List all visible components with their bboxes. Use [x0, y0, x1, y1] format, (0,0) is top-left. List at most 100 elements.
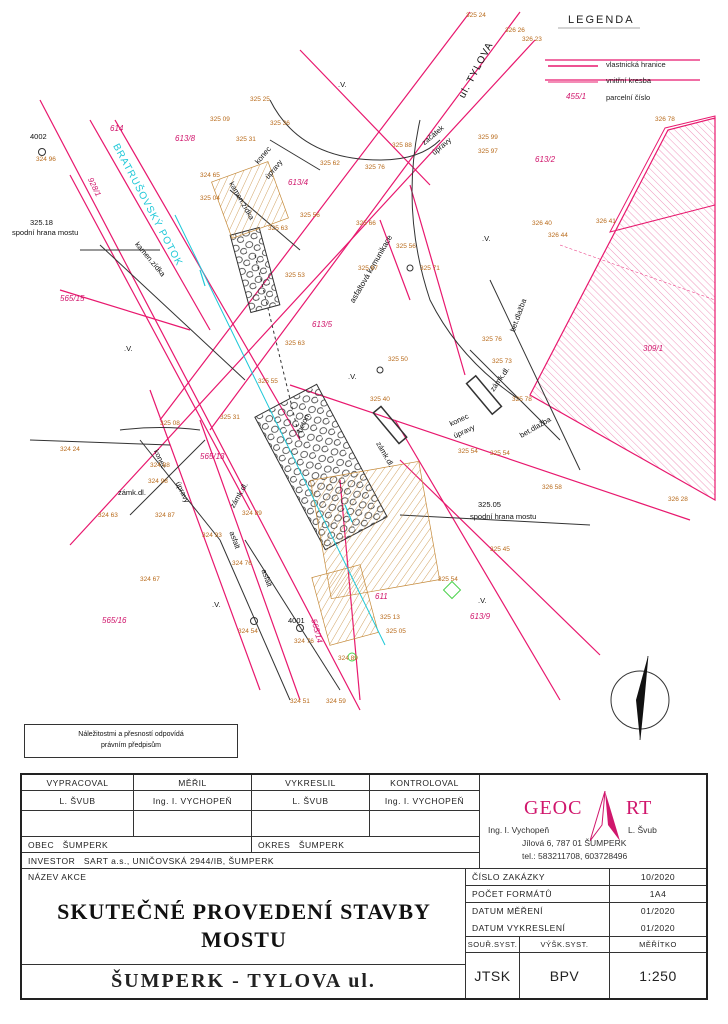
bridge-deck-hatch: [310, 460, 440, 600]
header-meril: MĚŘIL: [134, 775, 252, 791]
okres-cell: OKRES ŠUMPERK: [252, 837, 480, 853]
label-zakazka: ČÍSLO ZAKÁZKY: [466, 869, 610, 886]
elevation-label: 326 44: [548, 232, 568, 239]
elevation-label: 326 26: [505, 27, 525, 34]
company-person-2: L. Švub: [628, 825, 657, 835]
v-mark: .V.: [124, 344, 133, 353]
value-vypracoval: L. ŠVUB: [22, 791, 134, 811]
elevation-label: 324 98: [148, 478, 168, 485]
legend-item-parcel-sample: 455/1: [566, 92, 587, 101]
elevation-label: 325 45: [490, 546, 510, 553]
value-vykreslil: L. ŠVUB: [252, 791, 370, 811]
elevation-label: 324 76: [232, 560, 252, 567]
elevation-label: 325 08: [160, 420, 180, 427]
investor-label: INVESTOR: [28, 855, 76, 866]
elevation-label: 325 55: [258, 378, 278, 385]
elevation-label: 325 54: [458, 448, 478, 455]
survey-point-4001: [296, 624, 304, 632]
label-vykresleni: DATUM VYKRESLENÍ: [466, 919, 610, 937]
elevation-label: 324 24: [60, 446, 80, 453]
company-logo-icon: [590, 791, 620, 841]
parcel-611: 611: [375, 592, 388, 601]
akce-title-line-2: MOSTU: [201, 927, 287, 952]
elevation-label: 325 31: [220, 414, 240, 421]
elevation-label: 325 97: [478, 148, 498, 155]
elevation-label: 325 99: [478, 134, 498, 141]
elevation-label: 325 36: [270, 120, 290, 127]
value-meritko: 1:250: [639, 967, 677, 984]
parcel-565-13: 565/13: [200, 452, 225, 461]
elevation-label: 325 54: [438, 576, 458, 583]
note-line-2: právním předpisům: [101, 742, 161, 749]
header-vypracoval: VYPRACOVAL: [22, 775, 134, 791]
v-mark: .V.: [482, 234, 491, 243]
point-4001-id: 4001: [288, 616, 305, 625]
elevation-label: 324 63: [98, 512, 118, 519]
elevation-label: 325 13: [380, 614, 400, 621]
elevation-label: 326 40: [532, 220, 552, 227]
elevation-label: 326 28: [668, 496, 688, 503]
bottom-hatch: [311, 564, 379, 646]
elevation-label: 324 65: [200, 172, 220, 179]
elevation-label: 325 31: [236, 136, 256, 143]
akce-title-line-1: SKUTEČNÉ PROVEDENÍ STAVBY: [57, 899, 431, 924]
company-box: [480, 775, 706, 869]
elevation-label: 325 76: [482, 336, 502, 343]
elevation-label: 324 89: [338, 655, 358, 662]
investor-value: SART a.s., UNIČOVSKÁ 2944/IB, ŠUMPERK: [83, 855, 275, 866]
elevation-label: 325 63: [285, 340, 305, 347]
header-vykreslil: VYKRESLIL: [252, 775, 370, 791]
elevation-label: 324 67: [140, 576, 160, 583]
blank-cell: [134, 811, 252, 837]
parcel-565-16: 565/16: [102, 616, 127, 625]
site-plan-drawing: [29, 11, 716, 741]
parcel-326-41-strip: [609, 115, 716, 233]
elevation-label: 324 93: [202, 532, 222, 539]
elevation-label: 324 51: [290, 698, 310, 705]
elevation-label: 324 89: [242, 510, 262, 517]
upper-hatch: [211, 161, 289, 239]
bridge-wall-top: [229, 226, 281, 314]
okres-label: OKRES: [258, 839, 291, 850]
value-vysk-syst: BPV: [520, 953, 610, 998]
company-name-right: RT: [626, 797, 653, 819]
blank-cell: [22, 811, 134, 837]
legend-item-parcel: parcelní číslo: [606, 93, 651, 102]
point-4002-elev: 324 96: [36, 156, 56, 163]
elevation-label: 325 56: [396, 243, 416, 250]
investor-cell: INVESTOR SART a.s., UNIČOVSKÁ 2944/IB, Š…: [22, 853, 480, 869]
bridge-low-2-label: spodní hrana mostu: [470, 512, 537, 521]
ownership-boundaries: [39, 11, 700, 711]
label-meritko: MĚŘÍTKO: [610, 937, 706, 953]
elevation-label: 325 40: [370, 396, 390, 403]
parcel-613-5: 613/5: [312, 320, 333, 329]
blank-cell: [252, 811, 370, 837]
place-cell: ŠUMPERK - TYLOVA ul.: [22, 965, 466, 998]
v-mark: .V.: [338, 80, 347, 89]
elevation-label: 325 67: [358, 265, 378, 272]
elevation-label: 325 05: [386, 628, 406, 635]
value-meril: Ing. I. VYCHOPEŇ: [134, 791, 252, 811]
legend-title: LEGENDA: [568, 14, 635, 26]
akce-cell: NÁZEV AKCE: [22, 869, 466, 965]
company-phone: tel.: 583211708, 603728496: [522, 851, 628, 861]
elevation-label: 325 63: [268, 225, 288, 232]
elevation-label: 324 87: [155, 512, 175, 519]
elevation-label: 325 66: [356, 220, 376, 227]
label-format: POČET FORMÁTŮ: [466, 886, 610, 903]
elevation-label: 325 54: [490, 450, 510, 457]
grate-mid: [372, 405, 408, 445]
obec-label: OBEC: [28, 839, 55, 850]
stream-centerline: [174, 214, 386, 646]
legend-item-boundary: vlastnická hranice: [606, 60, 666, 69]
parcel-613-2: 613/2: [535, 155, 556, 164]
elevation-label: 324 88: [150, 462, 170, 469]
label-zamk-dl-3: zámk.dl.: [118, 488, 146, 497]
survey-point-4002: [38, 148, 46, 156]
value-zakazka: 10/2020: [610, 869, 706, 886]
label-vysk-syst: VÝŠK.SYST.: [520, 937, 610, 953]
parcel-613-4: 613/4: [288, 178, 309, 187]
elevation-label: 325 56: [300, 212, 320, 219]
akce-label: NÁZEV AKCE: [28, 872, 87, 882]
obec-cell: OBEC ŠUMPERK: [22, 837, 252, 853]
